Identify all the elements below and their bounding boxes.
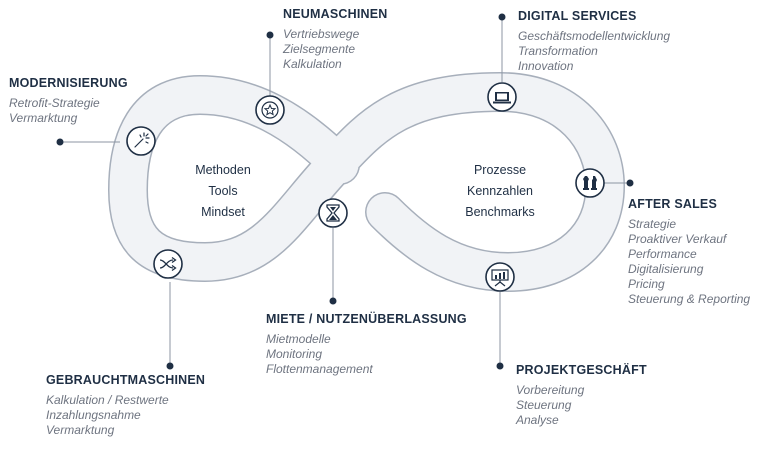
- section-item: Geschäftsmodellentwicklung: [518, 29, 671, 43]
- section-item: Vermarktung: [9, 111, 78, 125]
- section-item: Vertriebswege: [283, 27, 360, 41]
- section-item: Zielsegmente: [283, 42, 356, 56]
- section-item: Proaktiver Verkauf: [628, 232, 727, 246]
- section-title: AFTER SALES: [628, 197, 718, 211]
- section-item: Flottenmanagement: [266, 362, 373, 376]
- center-left-text: Methoden Tools Mindset: [163, 160, 283, 223]
- section-item: Vorbereitung: [516, 383, 585, 397]
- section-title: NEUMASCHINEN: [283, 7, 388, 21]
- section-title: PROJEKTGESCHÄFT: [516, 363, 647, 377]
- infinity-band-fill: [109, 73, 624, 291]
- dot-miete: [329, 297, 337, 305]
- section-item: Digitalisierung: [628, 262, 704, 276]
- dot-neumaschinen: [266, 31, 274, 39]
- section-digital-services: DIGITAL SERVICES Geschäftsmodellentwickl…: [518, 9, 670, 74]
- dot-digital-services: [498, 13, 506, 21]
- section-item: Innovation: [518, 59, 574, 73]
- section-item: Transformation: [518, 44, 598, 58]
- chess-pieces-icon: [575, 168, 605, 198]
- section-item: Pricing: [628, 277, 665, 291]
- center-left-line-2: Tools: [208, 184, 238, 198]
- section-item: Strategie: [628, 217, 677, 231]
- section-item: Steuerung & Reporting: [628, 292, 751, 306]
- section-item: Kalkulation: [283, 57, 342, 71]
- dot-modernisierung: [56, 138, 64, 146]
- section-title: GEBRAUCHTMASCHINEN: [46, 373, 206, 387]
- section-item: Performance: [628, 247, 697, 261]
- section-neumaschinen: NEUMASCHINEN Vertriebswege Zielsegmente …: [283, 7, 388, 72]
- star-badge-icon: [255, 95, 285, 125]
- fireworks-icon: [126, 126, 156, 156]
- center-right-line-2: Kennzahlen: [466, 184, 534, 198]
- center-right-line-3: Benchmarks: [465, 205, 535, 219]
- center-left-line-1: Methoden: [195, 163, 251, 177]
- section-item: Inzahlungsnahme: [46, 408, 141, 422]
- section-item: Vermarktung: [46, 423, 115, 437]
- section-item: Kalkulation / Restwerte: [46, 393, 169, 407]
- section-gebrauchtmaschinen: GEBRAUCHTMASCHINEN Kalkulation / Restwer…: [46, 373, 205, 438]
- section-title: MODERNISIERUNG: [9, 76, 128, 90]
- section-item: Steuerung: [516, 398, 572, 412]
- section-title: MIETE / NUTZENÜBERLASSUNG: [266, 312, 467, 326]
- presentation-board-icon: [485, 262, 515, 292]
- section-modernisierung: MODERNISIERUNG Retrofit-Strategie Vermar…: [9, 76, 128, 126]
- section-projektgeschaeft: PROJEKTGESCHÄFT Vorbereitung Steuerung A…: [516, 363, 647, 428]
- section-item: Analyse: [516, 413, 559, 427]
- shuffle-icon: [153, 249, 183, 279]
- section-after-sales: AFTER SALES Strategie Proaktiver Verkauf…: [628, 197, 750, 307]
- dot-projektgeschaeft: [496, 362, 504, 370]
- section-miete: MIETE / NUTZENÜBERLASSUNG Mietmodelle Mo…: [266, 312, 467, 377]
- section-item: Retrofit-Strategie: [9, 96, 100, 110]
- dot-gebrauchtmaschinen: [166, 362, 174, 370]
- center-right-line-1: Prozesse: [473, 163, 527, 177]
- hourglass-icon: [318, 198, 348, 228]
- section-item: Mietmodelle: [266, 332, 331, 346]
- section-title: DIGITAL SERVICES: [518, 9, 637, 23]
- connector-dots: [56, 13, 634, 370]
- laptop-icon: [487, 82, 517, 112]
- dot-after-sales: [626, 179, 634, 187]
- section-item: Monitoring: [266, 347, 323, 361]
- center-right-text: Prozesse Kennzahlen Benchmarks: [440, 160, 560, 223]
- center-left-line-3: Mindset: [201, 205, 245, 219]
- connector-lines: [60, 18, 630, 365]
